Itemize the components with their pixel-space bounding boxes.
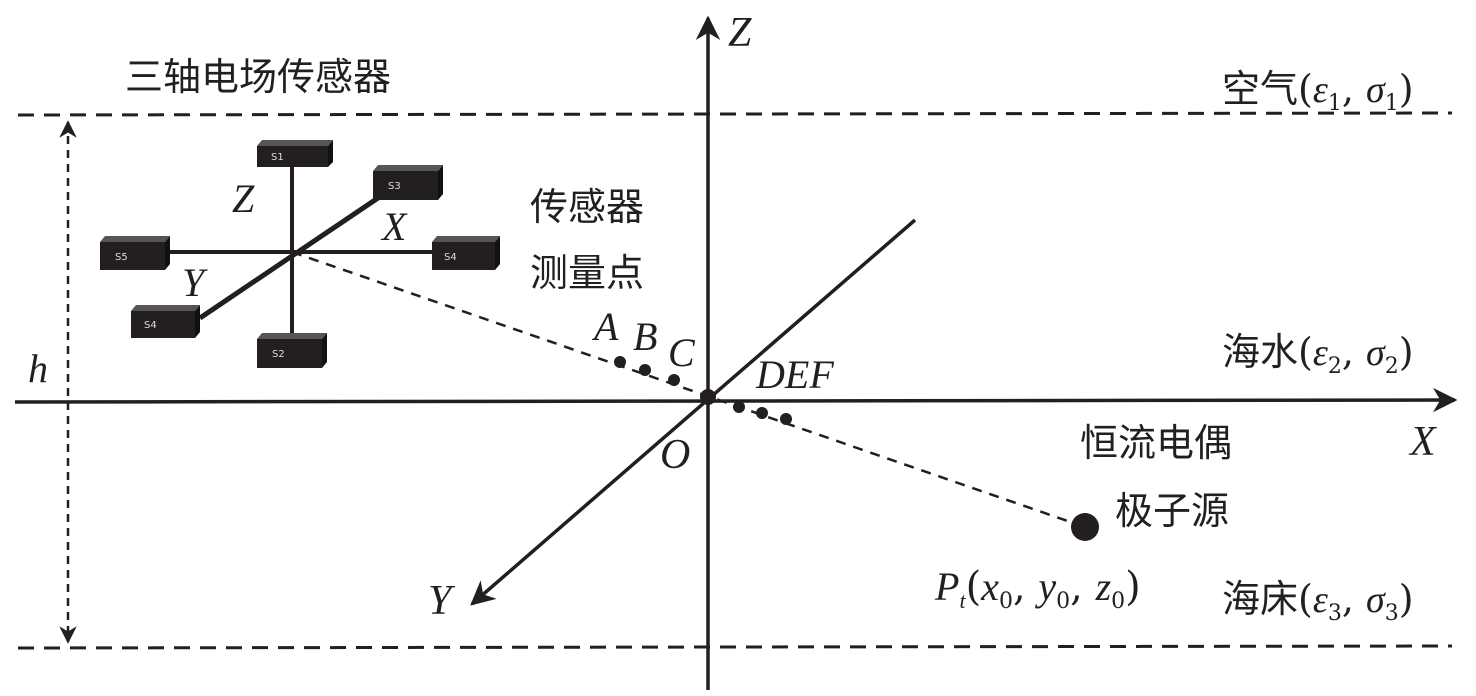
sensor-title: 三轴电场传感器 — [125, 55, 391, 99]
y-axis — [470, 218, 917, 606]
sensor-box-s4-right: S4 — [432, 236, 500, 270]
svg-text:S3: S3 — [388, 181, 401, 192]
source-label-2: 极子源 — [1115, 489, 1229, 533]
y-axis-label: Y — [428, 578, 456, 624]
sensor-box-s4-left: S4 — [131, 305, 200, 338]
x-axis — [14, 387, 1458, 413]
point-a — [614, 356, 626, 368]
seabed-layer-label: 海床(ε3, σ3) — [1222, 577, 1414, 626]
label-def: DEF — [755, 352, 834, 397]
seabed-boundary — [17, 644, 1453, 650]
sensor-y-label: Y — [182, 260, 208, 305]
triaxial-sensor: S1 S3 S5 S4 S4 S2 Z X Y — [100, 140, 500, 368]
origin-label: O — [660, 432, 690, 478]
sensor-box-s5: S5 — [100, 236, 170, 270]
label-a: A — [591, 304, 619, 349]
z-axis-label: Z — [728, 10, 752, 56]
measure-label-1: 传感器 — [530, 185, 644, 229]
x-axis-label: X — [1408, 419, 1438, 465]
label-b: B — [633, 314, 657, 359]
sensor-x-label: X — [380, 204, 408, 249]
source-coordinates: Pt(x0, y0, z0) — [934, 564, 1141, 614]
origin-point — [700, 389, 716, 405]
point-b — [639, 364, 651, 376]
sensor-box-s3: S3 — [373, 165, 443, 200]
measurement-line — [291, 250, 1086, 529]
label-c: C — [668, 330, 696, 375]
svg-text:S5: S5 — [115, 252, 128, 263]
air-layer-label: 空气(ε1, σ1) — [1222, 67, 1414, 116]
svg-text:S2: S2 — [272, 349, 285, 360]
point-f — [780, 413, 792, 425]
sensor-z-label: Z — [232, 176, 255, 221]
source-label-1: 恒流电偶 — [1080, 421, 1232, 465]
dipole-source-point — [1071, 513, 1099, 541]
sensor-box-s1: S1 — [257, 140, 333, 167]
svg-text:S4: S4 — [144, 320, 157, 331]
measure-label-2: 测量点 — [530, 251, 644, 295]
svg-text:S4: S4 — [444, 252, 457, 263]
point-c — [668, 374, 680, 386]
sensor-box-s2: S2 — [257, 333, 327, 368]
point-d — [733, 401, 745, 413]
svg-text:S1: S1 — [271, 152, 284, 163]
air-sea-boundary — [17, 111, 1453, 117]
height-label: h — [28, 346, 48, 391]
sea-layer-label: 海水(ε2, σ2) — [1222, 330, 1414, 379]
point-e — [756, 407, 768, 419]
